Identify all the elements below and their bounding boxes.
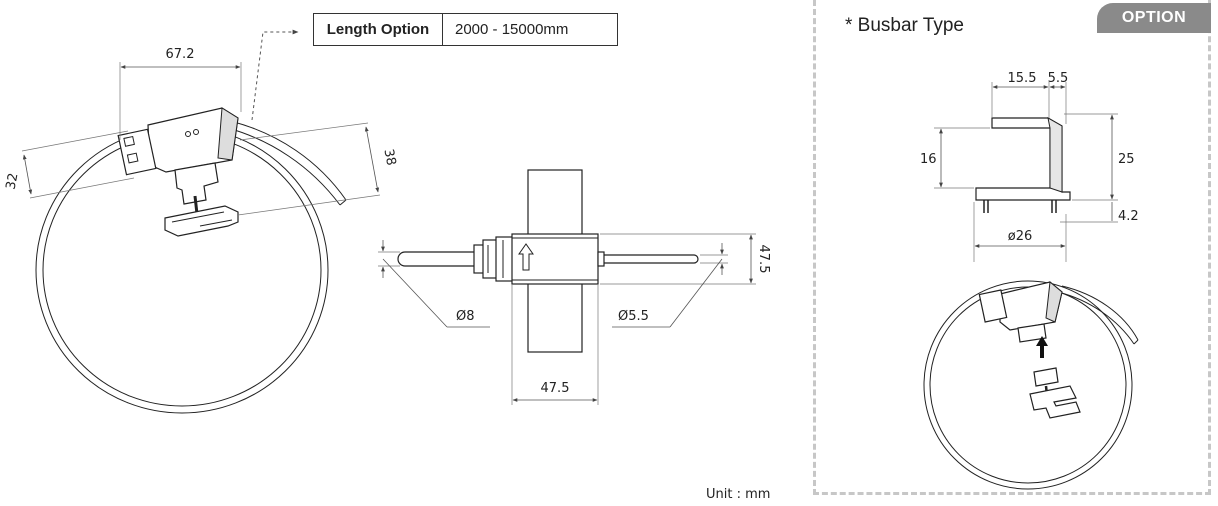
leader-to-length-table — [251, 29, 299, 121]
length-option-value: 2000 - 15000mm — [455, 21, 569, 38]
direction-arrow-icon — [518, 243, 534, 271]
dim-busbar-16: 16 — [920, 152, 937, 167]
rod-right — [597, 254, 699, 264]
insert-arrow-icon — [1036, 336, 1048, 358]
length-option-label: Length Option — [314, 14, 443, 45]
dim-busbar-d26: ø26 — [1008, 229, 1033, 244]
length-option-table: Length Option 2000 - 15000mm — [313, 13, 618, 46]
sensor-body — [511, 233, 599, 285]
dim-clamp-width: 67.2 — [166, 47, 195, 62]
dim-busbar-4-2: 4.2 — [1118, 209, 1139, 224]
clamp-assembly — [117, 107, 239, 237]
dim-busbar-15-5: 15.5 — [1008, 71, 1037, 86]
option-panel — [813, 0, 1211, 495]
busbar-clamp-assembly — [978, 281, 1081, 419]
rod-left — [397, 251, 476, 267]
option-badge: OPTION — [1097, 3, 1211, 33]
dim-side-left: 32 — [4, 172, 22, 191]
side-view: 47.5 47.5 Ø8 Ø5.5 — [378, 169, 771, 405]
dim-side-right: 38 — [380, 148, 398, 167]
coil-view: 67.2 32 38 — [4, 29, 398, 414]
cable-tail — [227, 127, 341, 206]
busbar-coil-outer — [923, 280, 1133, 490]
dim-body-height: 47.5 — [756, 245, 771, 274]
dim-busbar-25: 25 — [1118, 152, 1135, 167]
unit-note: Unit : mm — [706, 487, 771, 502]
dim-busbar-5-5: 5.5 — [1048, 71, 1069, 86]
dim-body-width: 47.5 — [541, 381, 570, 396]
dim-tip-diameter: Ø5.5 — [618, 309, 649, 324]
busbar-view: 15.5 5.5 16 25 4.2 ø26 — [920, 71, 1139, 490]
dim-rod-diameter: Ø8 — [456, 309, 475, 324]
option-panel-title: * Busbar Type — [845, 15, 965, 36]
